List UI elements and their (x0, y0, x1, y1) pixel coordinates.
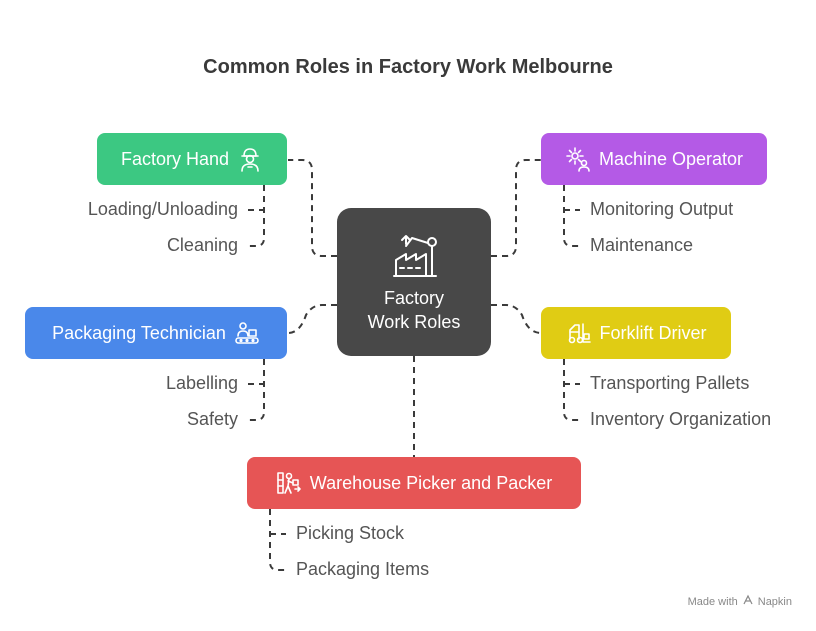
center-node: Factory Work Roles (337, 208, 491, 356)
branch-machine-operator (563, 185, 580, 247)
role-label: Factory Hand (120, 148, 230, 169)
sub-item: Transporting Pallets (590, 373, 750, 393)
branch-warehouse-picker (269, 509, 286, 571)
sub-item: Packaging Items (296, 559, 430, 579)
diagram-title: Common Roles in Factory Work Melbourne (203, 56, 613, 78)
center-label-line1: Factory (383, 288, 444, 308)
connector-machine-operator (491, 159, 541, 257)
sub-item: Labelling (165, 373, 238, 393)
connector-factory-hand (288, 159, 337, 257)
center-label-line2: Work Roles (367, 312, 461, 332)
sub-item: Safety (186, 409, 238, 429)
picker-icon (276, 470, 302, 496)
napkin-logo-icon (742, 594, 754, 609)
sub-item: Maintenance (590, 235, 694, 255)
role-label: Forklift Driver (599, 322, 707, 343)
factory-icon (388, 230, 440, 282)
sub-item: Picking Stock (296, 523, 405, 543)
footer-prefix: Made with (687, 595, 738, 608)
gear-user-icon (565, 146, 591, 172)
role-forklift-driver: Forklift Driver (541, 307, 731, 359)
role-machine-operator: Machine Operator (541, 133, 767, 185)
branch-packaging-technician (248, 359, 265, 421)
footer-brand: Napkin (757, 595, 792, 608)
role-factory-hand: Factory Hand (97, 133, 287, 185)
sub-item: Monitoring Output (590, 199, 734, 219)
conveyor-worker-icon (234, 320, 260, 346)
worker-icon (237, 146, 263, 172)
role-label: Machine Operator (598, 148, 744, 169)
role-warehouse-picker: Warehouse Picker and Packer (247, 457, 581, 509)
forklift-icon (566, 320, 592, 346)
footer-credit: Made with Napkin (688, 594, 792, 609)
role-packaging-technician: Packaging Technician (25, 307, 287, 359)
sub-item: Inventory Organization (590, 409, 772, 429)
role-label: Warehouse Picker and Packer (309, 472, 553, 493)
branch-factory-hand (248, 185, 265, 247)
connector-forklift-driver (491, 304, 542, 334)
connector-packaging-technician (287, 304, 337, 334)
role-label: Packaging Technician (52, 322, 226, 343)
branch-forklift-driver (563, 359, 580, 421)
sub-item: Loading/Unloading (87, 199, 238, 219)
sub-item: Cleaning (166, 235, 238, 255)
